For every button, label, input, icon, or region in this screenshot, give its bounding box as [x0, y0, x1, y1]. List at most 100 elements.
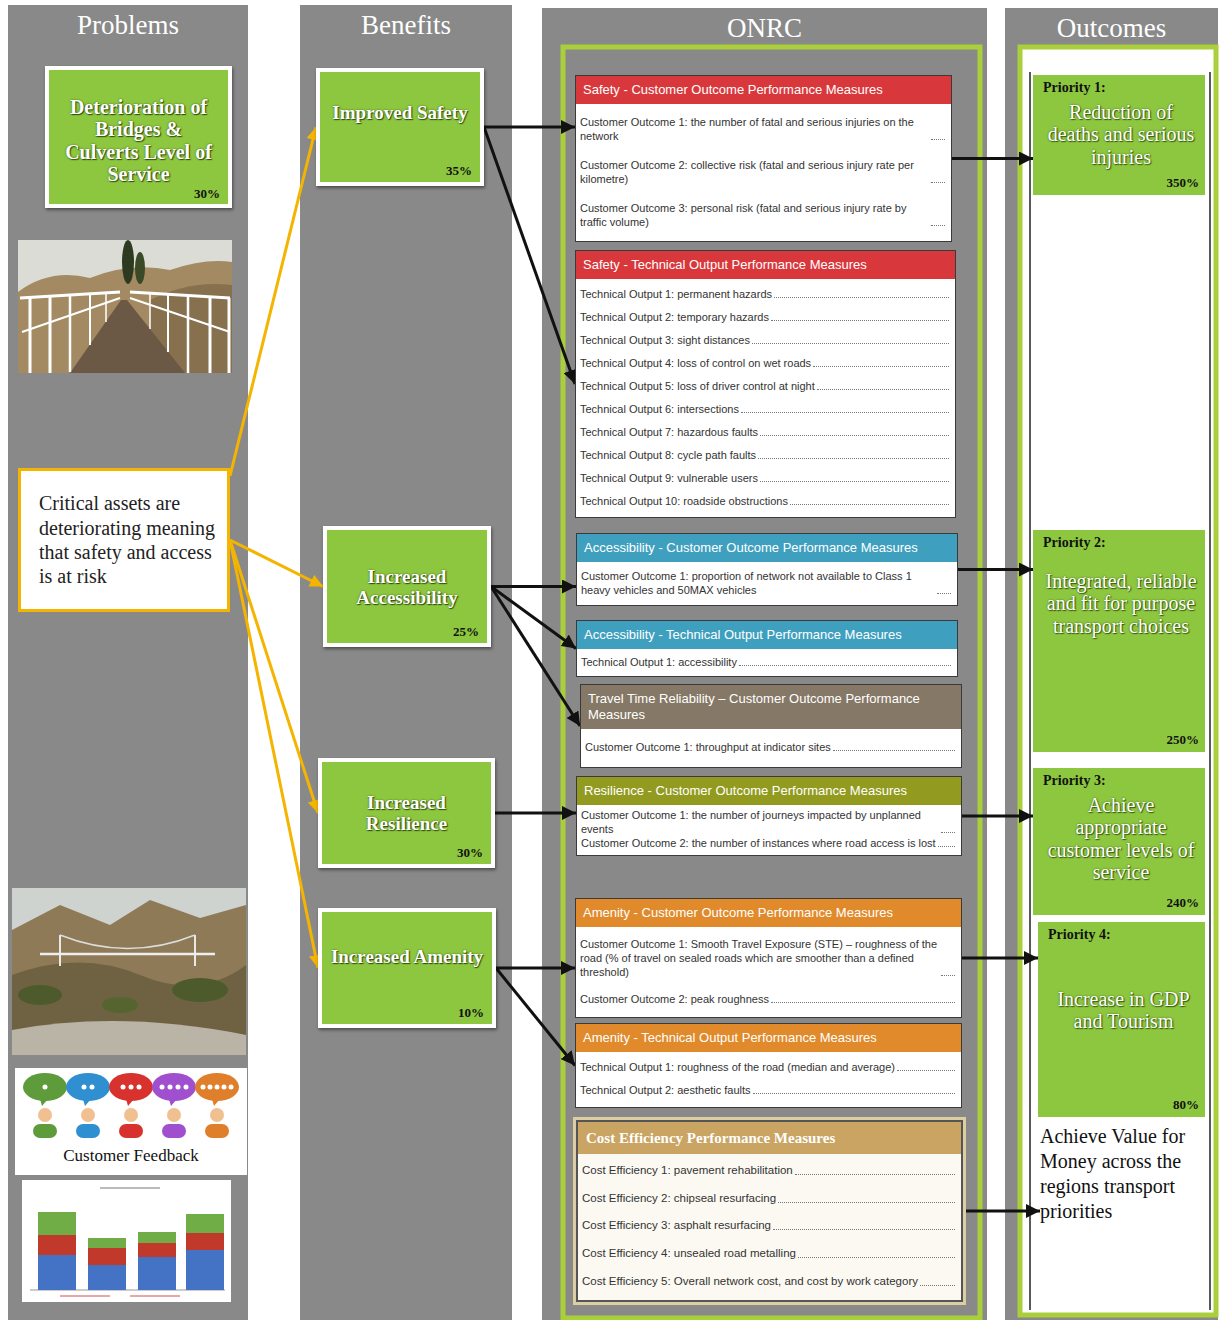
measure-row: Customer Outcome 1: the number of fatal … — [580, 115, 945, 143]
illustration-part — [150, 284, 232, 373]
illustration-part — [210, 1108, 224, 1122]
dot-leader — [938, 846, 955, 847]
illustration-part — [130, 298, 230, 332]
measure-item: Cost Efficiency 2: chipseal resurfacing — [582, 1191, 776, 1206]
measure-row: Customer Outcome 1: proportion of networ… — [581, 569, 951, 597]
illustration-part — [66, 1073, 110, 1101]
dot-leader — [774, 297, 949, 298]
dot-leader — [741, 412, 949, 413]
priority-title: Reduction of deaths and serious injuries — [1043, 97, 1199, 168]
dot-leader — [795, 1174, 955, 1175]
priority-label: Priority 3: — [1043, 773, 1199, 790]
dot-leader — [817, 389, 949, 390]
valley-bridge-photo — [12, 888, 246, 1055]
measure-row: Technical Output 5: loss of driver contr… — [580, 379, 949, 393]
illustration-part — [43, 1085, 48, 1090]
measure-item: Cost Efficiency 5: Overall network cost,… — [582, 1274, 918, 1289]
measure-item: Technical Output 4: loss of control on w… — [580, 356, 811, 370]
percent-value: 30% — [457, 845, 483, 861]
illustration-part — [195, 1073, 239, 1101]
illustration-part — [212, 1099, 220, 1106]
measure-header: Amenity - Customer Outcome Performance M… — [576, 899, 961, 927]
connector-arrow — [484, 127, 575, 384]
illustration-part — [20, 292, 120, 298]
illustration-part — [88, 1248, 126, 1265]
illustration-part — [215, 1085, 220, 1090]
measure-item: Customer Outcome 2: the number of instan… — [581, 836, 936, 850]
box-title: Deterioration of Bridges & Culverts Leve… — [57, 96, 220, 186]
image-caption: Customer Feedback — [15, 1146, 247, 1166]
column-band: ONRC Safety - Customer Outcome Performanc… — [542, 8, 987, 1320]
priority-title: Achieve appropriate customer levels of s… — [1043, 790, 1199, 884]
illustration-part — [76, 1124, 100, 1138]
measure-header: Amenity - Technical Output Performance M… — [576, 1024, 961, 1052]
priority-box: Priority 3:Achieve appropriate customer … — [1033, 768, 1205, 915]
bridge-photo — [18, 240, 232, 373]
connector-arrow — [495, 812, 576, 815]
connector-arrow — [958, 568, 1033, 571]
measure-box: Amenity - Customer Outcome Performance M… — [575, 898, 962, 1018]
illustration-part — [12, 1021, 246, 1055]
illustration-part — [138, 1232, 176, 1243]
percent-value: 240% — [1167, 895, 1200, 911]
measure-item: Technical Output 1: roughness of the roa… — [580, 1060, 895, 1074]
measure-row: Technical Output 3: sight distances — [580, 333, 949, 347]
measure-item: Cost Efficiency 3: asphalt resurfacing — [582, 1218, 771, 1233]
measure-box: Safety - Technical Output Performance Me… — [575, 250, 956, 518]
measure-item: Customer Outcome 1: throughput at indica… — [585, 740, 831, 754]
priority-label: Priority 1: — [1043, 80, 1199, 97]
measure-row: Cost Efficiency 4: unsealed road metalli… — [582, 1246, 955, 1261]
illustration-part — [12, 963, 246, 1056]
dot-leader — [760, 481, 949, 482]
benefit-box: Improved Safety35% — [316, 68, 484, 186]
illustration-part — [22, 298, 120, 332]
measure-item: Cost Efficiency 4: unsealed road metalli… — [582, 1246, 796, 1261]
illustration-part — [89, 294, 91, 345]
illustration-part — [187, 296, 190, 373]
illustration-part — [167, 295, 169, 352]
cost-measure-box: Cost Efficiency Performance MeasuresCost… — [576, 1120, 963, 1302]
column-band: BenefitsImproved Safety35%Increased Acce… — [300, 5, 512, 1320]
dot-leader — [773, 1229, 955, 1230]
dot-leader — [739, 665, 951, 666]
illustration-part — [15, 1068, 247, 1175]
illustration-part — [38, 1255, 76, 1290]
illustration-part — [228, 298, 231, 373]
measure-box: Accessibility - Technical Output Perform… — [576, 620, 958, 677]
measure-box: Safety - Customer Outcome Performance Me… — [575, 75, 952, 242]
measure-item: Technical Output 2: temporary hazards — [580, 310, 769, 324]
problem-box: Deterioration of Bridges & Culverts Leve… — [45, 66, 232, 208]
illustration-part — [82, 1085, 87, 1090]
illustration-part — [18, 985, 62, 1005]
illustration-part — [149, 294, 151, 329]
illustration-part — [29, 297, 32, 373]
priority-box: Priority 2:Integrated, reliable and fit … — [1033, 530, 1205, 752]
illustration-part — [135, 252, 145, 284]
measure-row: Cost Efficiency 3: asphalt resurfacing — [582, 1218, 955, 1233]
illustration-part — [130, 1296, 180, 1297]
illustration-part — [60, 935, 195, 949]
measure-item: Customer Outcome 1: Smooth Travel Exposu… — [580, 937, 939, 979]
measure-row: Technical Output 8: cycle path faults — [580, 448, 949, 462]
priority-title: Increase in GDP and Tourism — [1048, 984, 1199, 1033]
percent-value: 250% — [1167, 732, 1200, 748]
measure-list: Technical Output 1: roughness of the roa… — [576, 1052, 961, 1107]
box-title: Increased Amenity — [330, 946, 484, 967]
illustration-part — [70, 300, 185, 373]
dot-leader — [920, 1285, 955, 1286]
measure-row: Customer Outcome 2: the number of instan… — [581, 836, 955, 850]
measure-header: Accessibility - Customer Outcome Perform… — [577, 534, 957, 562]
illustration-part — [22, 1180, 231, 1302]
illustration-part — [83, 1099, 91, 1106]
measure-item: Technical Output 2: aesthetic faults — [580, 1083, 751, 1097]
measure-row: Technical Output 1: permanent hazards — [580, 287, 949, 301]
column-heading: ONRC — [542, 8, 987, 44]
connector-arrow — [484, 126, 575, 129]
outcome-text-box: Achieve Value for Money across the regio… — [1040, 1120, 1206, 1300]
priority-box: Priority 1:Reduction of deaths and serio… — [1033, 75, 1205, 195]
illustration-part — [138, 1243, 176, 1257]
illustration-part — [12, 900, 246, 1055]
measure-row: Technical Output 9: vulnerable users — [580, 471, 949, 485]
connector-arrow — [963, 1210, 1040, 1213]
illustration-part — [152, 1073, 196, 1101]
